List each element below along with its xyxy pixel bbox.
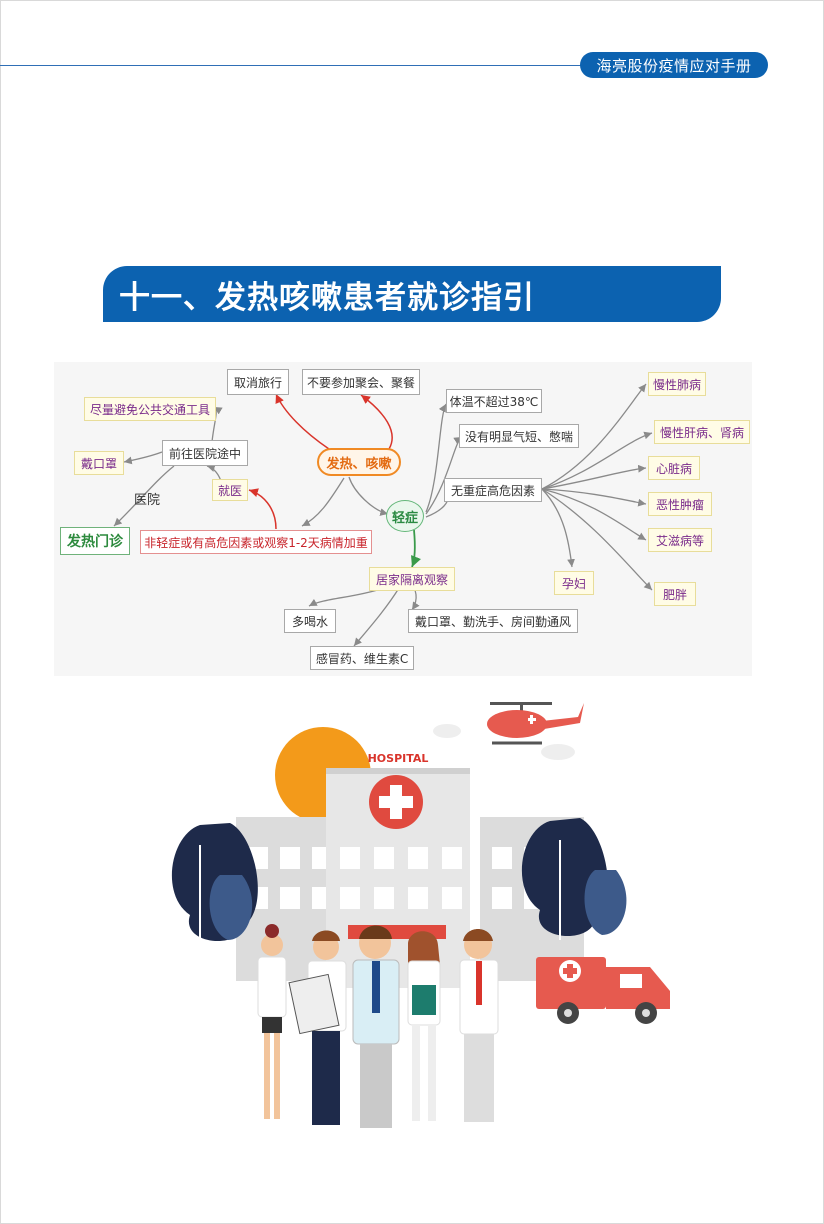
hospital-illustration: HOSPITAL bbox=[150, 695, 680, 1140]
risk-item: 心脏病 bbox=[648, 456, 700, 480]
node-home-isolation: 居家隔离观察 bbox=[369, 567, 455, 591]
node-no-breath: 没有明显气短、憋喘 bbox=[459, 424, 579, 448]
tree-left-icon bbox=[171, 823, 258, 945]
node-drink-water: 多喝水 bbox=[284, 609, 336, 633]
risk-item: 慢性肺病 bbox=[648, 372, 706, 396]
node-temp: 体温不超过38℃ bbox=[446, 389, 542, 413]
node-mask: 戴口罩 bbox=[74, 451, 124, 475]
risk-item: 孕妇 bbox=[554, 571, 594, 595]
helicopter-icon bbox=[487, 702, 584, 745]
risk-item: 艾滋病等 bbox=[648, 528, 712, 552]
node-no-risk: 无重症高危因素 bbox=[444, 478, 542, 502]
header-tag: 海亮股份疫情应对手册 bbox=[580, 52, 768, 78]
risk-item: 肥胖 bbox=[654, 582, 696, 606]
node-no-gathering: 不要参加聚会、聚餐 bbox=[302, 369, 420, 395]
risk-item: 慢性肝病、肾病 bbox=[654, 420, 750, 444]
node-cancel-travel: 取消旅行 bbox=[227, 369, 289, 395]
node-visit: 就医 bbox=[212, 479, 248, 501]
header-rule bbox=[0, 65, 600, 66]
section-title: 十一、发热咳嗽患者就诊指引 bbox=[103, 266, 721, 322]
mind-map-connectors bbox=[113, 383, 653, 647]
tree-right-icon bbox=[521, 818, 627, 940]
hospital-sign: HOSPITAL bbox=[368, 752, 429, 765]
node-way-to-hospital: 前往医院途中 bbox=[162, 440, 248, 466]
mind-map: 发热、咳嗽 轻症 取消旅行 不要参加聚会、聚餐 尽量避免公共交通工具 前往医院途… bbox=[54, 362, 752, 676]
ambulance-icon bbox=[536, 957, 670, 1024]
node-medicine: 感冒药、维生素C bbox=[310, 646, 414, 670]
node-avoid-transit: 尽量避免公共交通工具 bbox=[84, 397, 216, 421]
doctor-group-icon bbox=[257, 924, 499, 1128]
risk-item: 恶性肿瘤 bbox=[648, 492, 712, 516]
node-hygiene: 戴口罩、勤洗手、房间勤通风 bbox=[408, 609, 578, 633]
node-hospital: 医院 bbox=[134, 493, 161, 508]
node-condition: 非轻症或有高危因素或观察1-2天病情加重 bbox=[140, 530, 372, 554]
hospital-scene-picture: HOSPITAL bbox=[171, 702, 670, 1128]
node-fever-clinic: 发热门诊 bbox=[60, 527, 130, 555]
node-mild: 轻症 bbox=[386, 500, 424, 532]
node-fever-cough: 发热、咳嗽 bbox=[317, 448, 401, 476]
